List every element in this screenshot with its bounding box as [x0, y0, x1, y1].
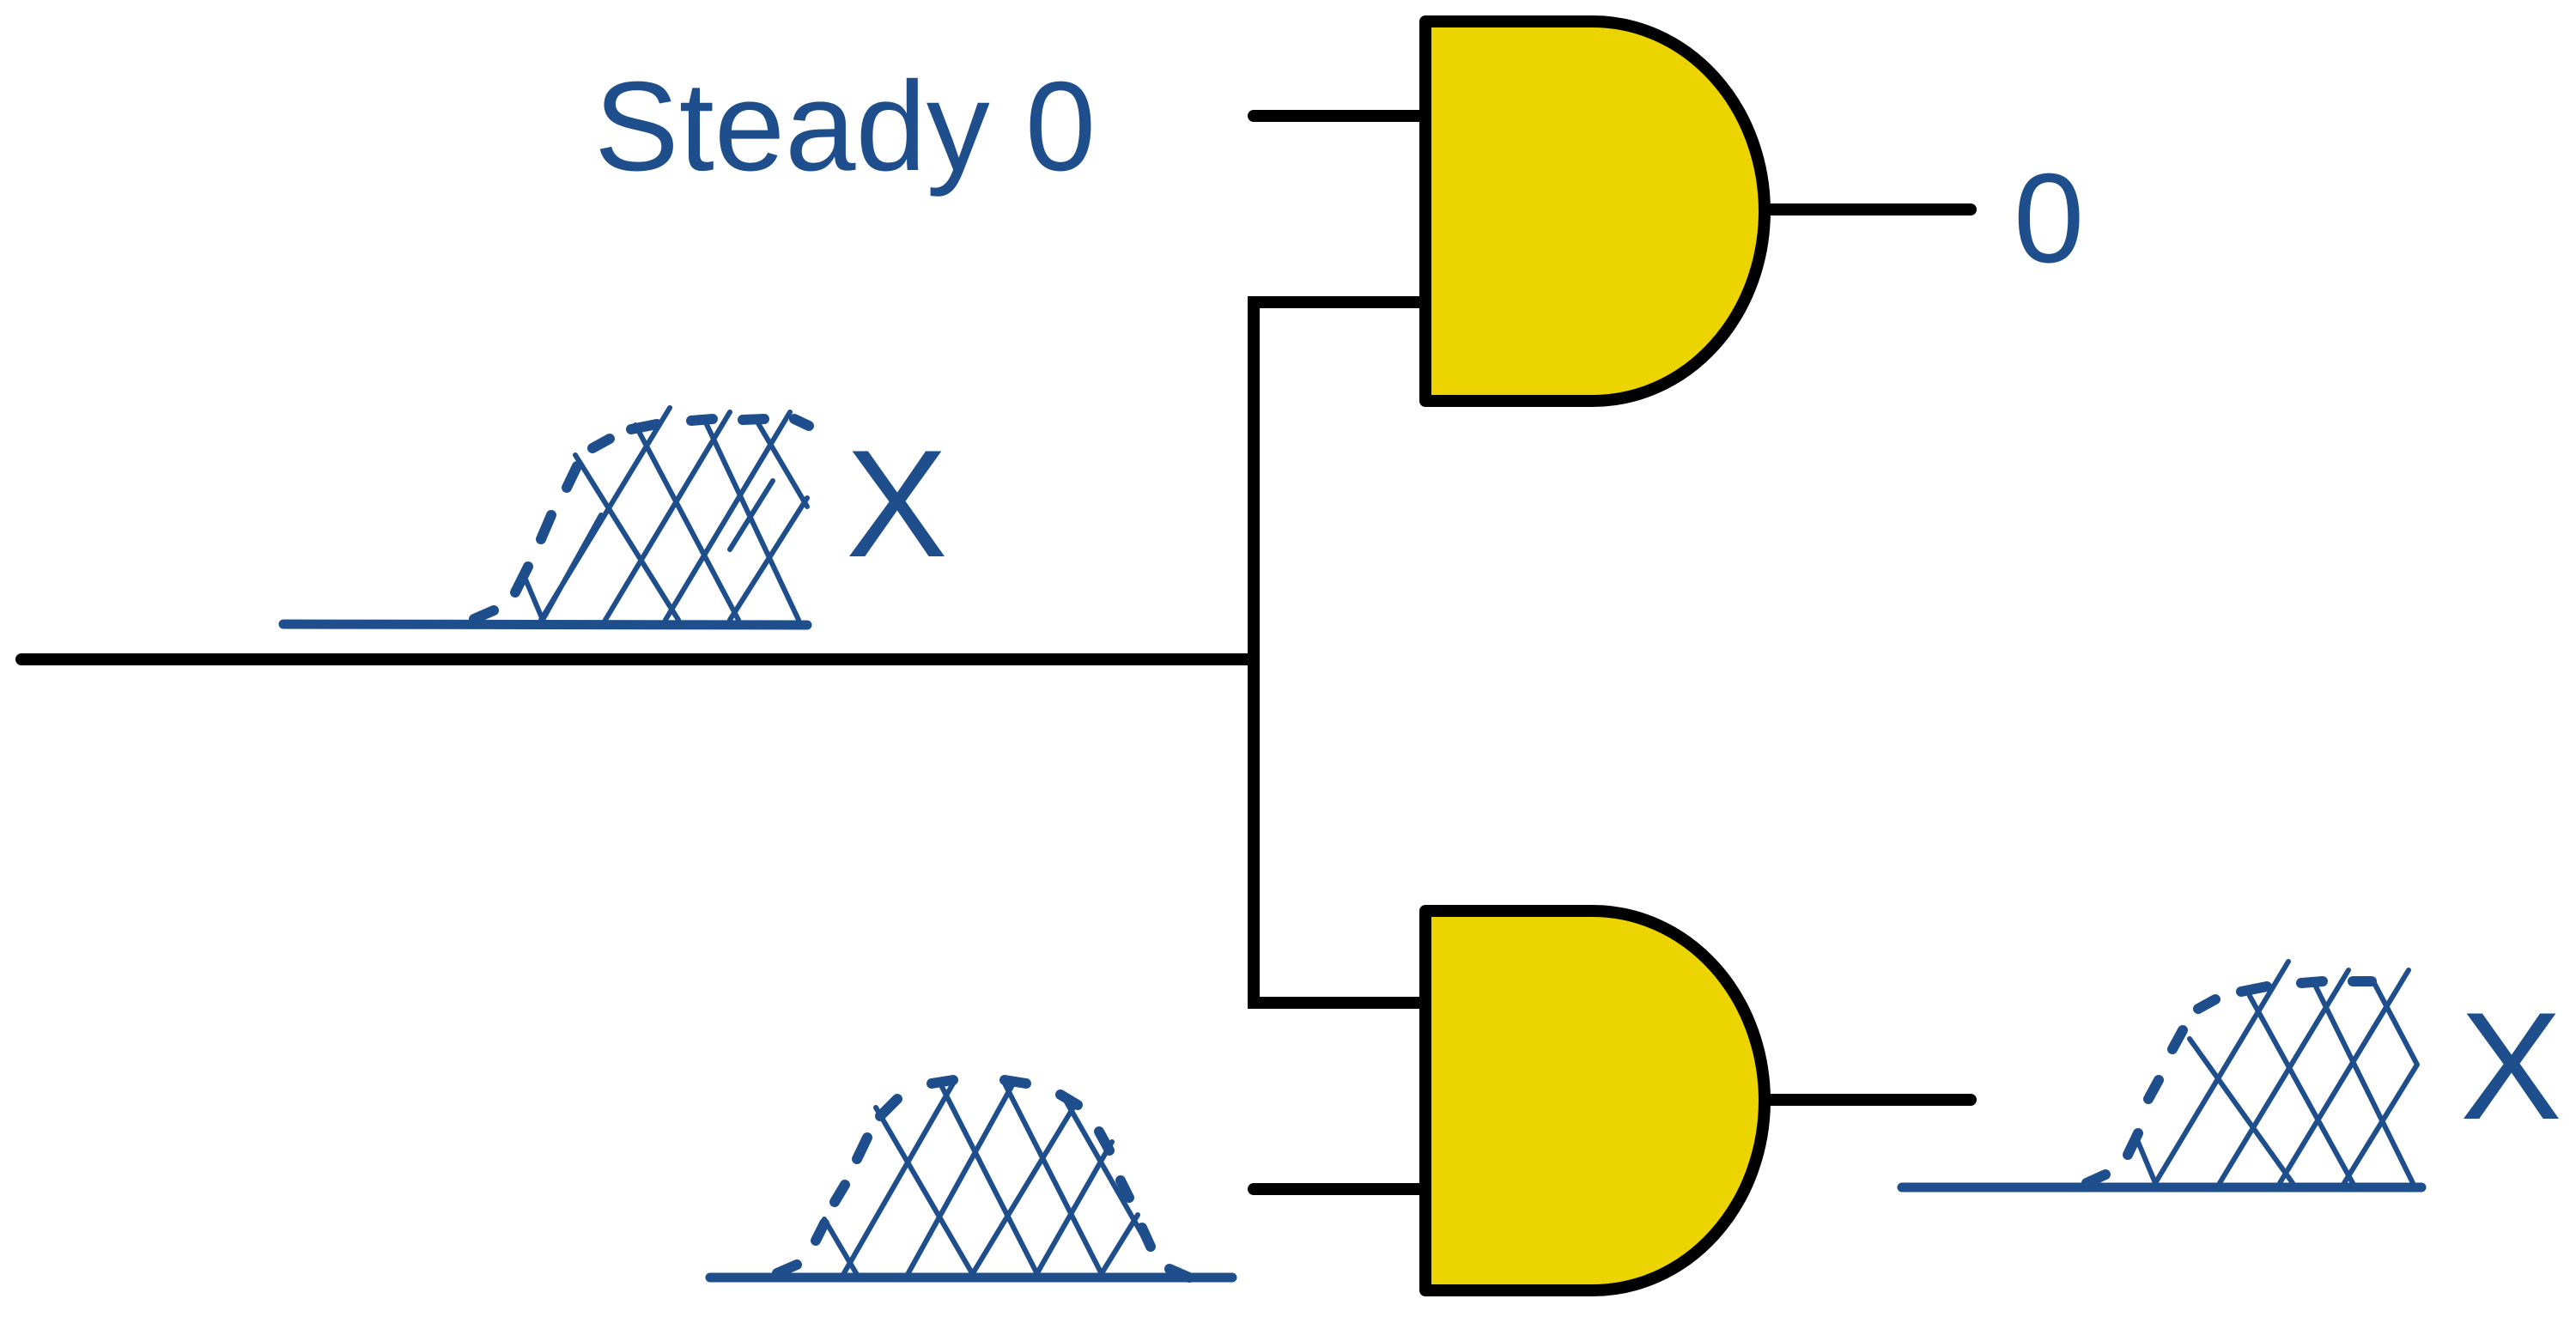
input-glitch-waveform [278, 405, 814, 630]
output-glitch-waveform [1897, 959, 2427, 1193]
wires [15, 110, 1977, 1195]
fanout-wire [1248, 296, 1425, 1009]
bottom-output-value-label: X [2460, 980, 2562, 1151]
bottom-and-gate [1419, 905, 1771, 1296]
bottom-input-glitch-waveform [705, 1075, 1237, 1283]
top-and-gate [1419, 15, 1771, 407]
top-output-label: 0 [2014, 148, 2084, 289]
shared-input-value-label: X [846, 418, 948, 589]
steady-input-label: Steady 0 [594, 56, 1096, 197]
